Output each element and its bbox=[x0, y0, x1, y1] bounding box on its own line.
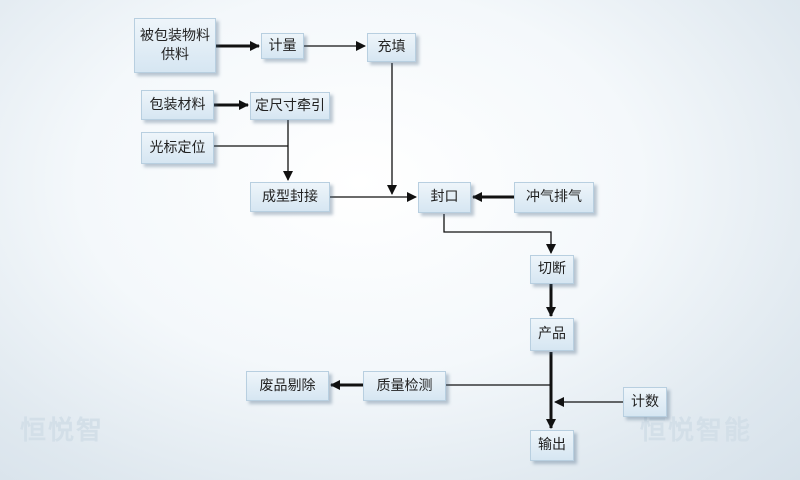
arrow-sealing-to-cutting bbox=[443, 214, 556, 254]
node-feed: 被包装物料 供料 bbox=[134, 18, 216, 73]
watermark-right: 恒悦智能 bbox=[640, 416, 753, 446]
node-packaging-material: 包装材料 bbox=[141, 90, 214, 120]
node-counting: 计数 bbox=[623, 387, 667, 417]
node-metering: 计量 bbox=[261, 33, 304, 59]
node-sealing: 封口 bbox=[418, 182, 471, 213]
node-cursor-positioning: 光标定位 bbox=[141, 132, 214, 164]
node-forming-sealing: 成型封接 bbox=[250, 182, 330, 212]
node-output: 输出 bbox=[530, 430, 574, 461]
node-waste-rejection: 废品剔除 bbox=[246, 371, 329, 401]
node-air-exhaust: 冲气排气 bbox=[514, 182, 594, 213]
node-fixed-length-pull: 定尺寸牵引 bbox=[250, 92, 330, 120]
node-quality-inspection: 质量检测 bbox=[363, 371, 446, 401]
node-product: 产品 bbox=[530, 318, 574, 351]
node-cutting: 切断 bbox=[530, 255, 574, 284]
watermark-left: 恒悦智 bbox=[20, 416, 105, 446]
node-filling: 充填 bbox=[367, 33, 416, 62]
